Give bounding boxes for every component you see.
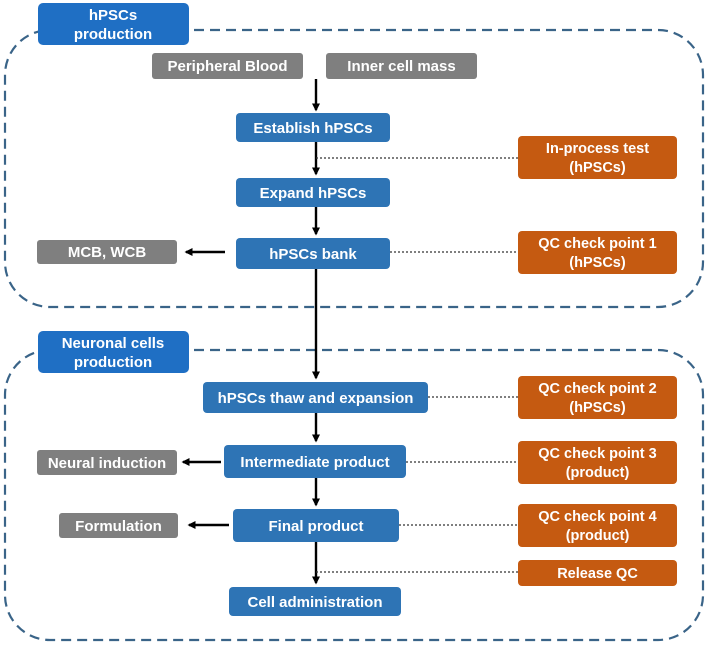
svg-text:QC check point 2: QC check point 2: [538, 381, 656, 397]
svg-text:Neural induction: Neural induction: [48, 455, 166, 472]
svg-text:Expand hPSCs: Expand hPSCs: [260, 185, 367, 202]
section-frame-neuronal: [3, 348, 705, 642]
section-title-line: production: [74, 26, 152, 43]
qc-in-process-test: In-process test (hPSCs): [518, 136, 677, 179]
svg-text:In-process test: In-process test: [546, 141, 649, 157]
step-intermediate-product: Intermediate product: [224, 445, 406, 478]
section-frame-hpscs: [3, 28, 705, 309]
svg-text:Final product: Final product: [269, 518, 364, 535]
svg-text:Peripheral Blood: Peripheral Blood: [167, 58, 287, 75]
svg-text:(product): (product): [566, 528, 630, 544]
output-formulation: Formulation: [59, 513, 178, 538]
qc-check-point-3: QC check point 3 (product): [518, 441, 677, 484]
step-cell-administration: Cell administration: [229, 587, 401, 616]
section-title-line: Neuronal cells: [62, 335, 165, 352]
svg-text:hPSCs thaw and expansion: hPSCs thaw and expansion: [218, 390, 414, 407]
svg-text:QC check point 1: QC check point 1: [538, 236, 656, 252]
qc-check-point-1: QC check point 1 (hPSCs): [518, 231, 677, 274]
source-box-inner-cell-mass: Inner cell mass: [326, 53, 477, 79]
output-mcb-wcb: MCB, WCB: [37, 240, 177, 264]
svg-text:(hPSCs): (hPSCs): [569, 255, 626, 271]
step-thaw-expansion: hPSCs thaw and expansion: [203, 382, 428, 413]
svg-text:QC check point 4: QC check point 4: [538, 509, 656, 525]
qc-check-point-4: QC check point 4 (product): [518, 504, 677, 547]
step-hpscs-bank: hPSCs bank: [236, 238, 390, 269]
step-expand-hpscs: Expand hPSCs: [236, 178, 390, 207]
svg-text:Cell administration: Cell administration: [247, 594, 382, 611]
svg-text:Release QC: Release QC: [557, 566, 638, 582]
step-establish-hpscs: Establish hPSCs: [236, 113, 390, 142]
svg-text:Inner cell mass: Inner cell mass: [347, 58, 455, 75]
qc-release: Release QC: [518, 560, 677, 586]
section-title-line: hPSCs: [89, 7, 137, 24]
svg-text:(hPSCs): (hPSCs): [569, 400, 626, 416]
svg-text:(hPSCs): (hPSCs): [569, 160, 626, 176]
section-title-hpscs: hPSCs production: [38, 3, 189, 45]
svg-text:hPSCs bank: hPSCs bank: [269, 246, 357, 263]
svg-text:(product): (product): [566, 465, 630, 481]
svg-text:MCB, WCB: MCB, WCB: [68, 244, 146, 261]
section-title-line: production: [74, 354, 152, 371]
source-box-peripheral-blood: Peripheral Blood: [152, 53, 303, 79]
svg-text:Formulation: Formulation: [75, 518, 162, 535]
step-final-product: Final product: [233, 509, 399, 542]
qc-check-point-2: QC check point 2 (hPSCs): [518, 376, 677, 419]
output-neural-induction: Neural induction: [37, 450, 177, 475]
svg-text:Establish hPSCs: Establish hPSCs: [253, 120, 372, 137]
svg-text:QC check point 3: QC check point 3: [538, 446, 656, 462]
section-title-neuronal: Neuronal cells production: [38, 331, 189, 373]
svg-text:Intermediate product: Intermediate product: [240, 454, 389, 471]
